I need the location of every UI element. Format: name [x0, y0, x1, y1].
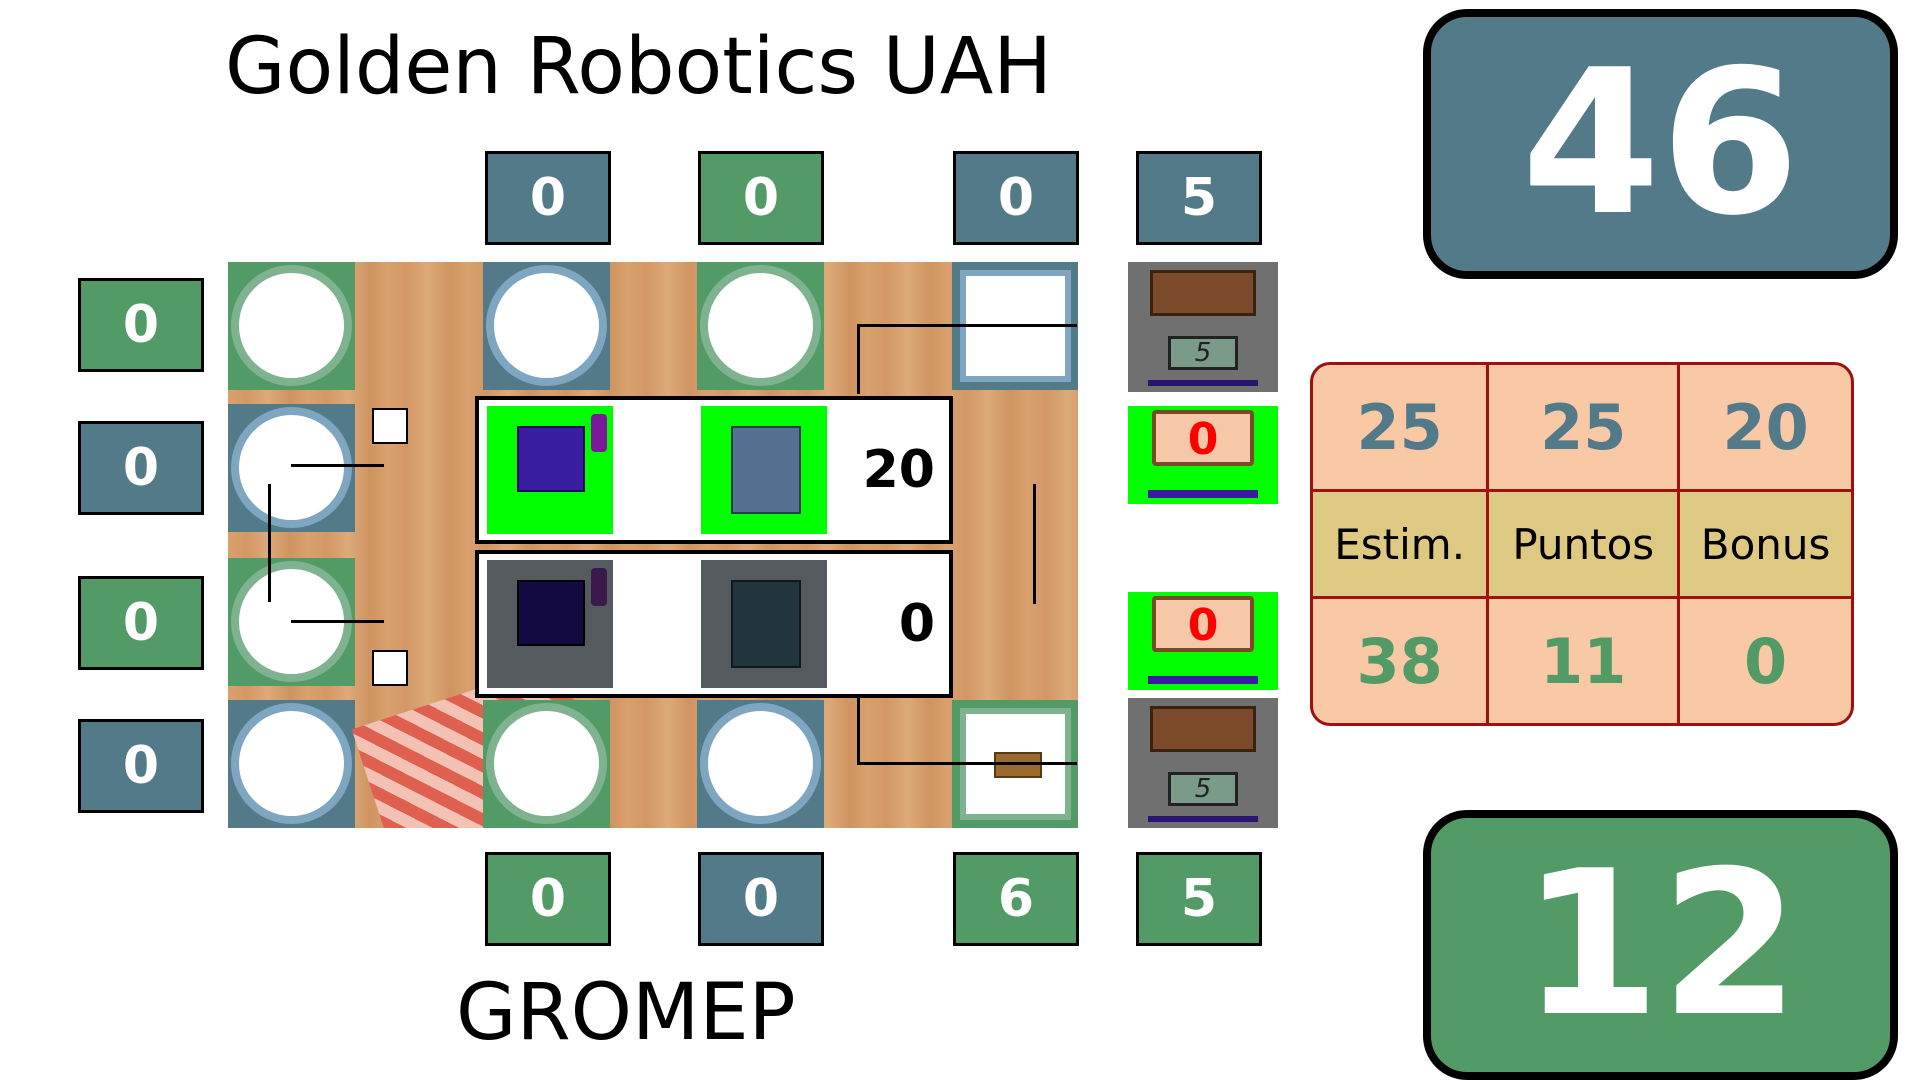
plate-tile: [228, 700, 355, 828]
bottom-column-score-1: 0: [485, 852, 611, 946]
plate-tile: [483, 700, 610, 828]
estimate-row-top: 25 25 20: [1313, 365, 1851, 492]
left-row-score-2: 0: [78, 421, 204, 515]
bottom-scale-tile: 5: [1128, 698, 1278, 828]
estimate-row-bottom: 38 11 0: [1313, 599, 1851, 723]
scale-base: [1148, 380, 1258, 386]
bottom-weight-value: 0: [1187, 600, 1219, 651]
robot-main-tile: [487, 560, 613, 688]
bottom-column-score-3: 6: [953, 852, 1079, 946]
plate-tile: [697, 262, 824, 390]
plate-tile: [483, 262, 610, 390]
top-column-score-4: 5: [1136, 151, 1262, 245]
top-weight-indicator: 0: [1128, 406, 1278, 504]
estimate-row-labels: Estim. Puntos Bonus: [1313, 492, 1851, 599]
estimate-top-bonus: 20: [1680, 365, 1851, 492]
traffic-light-icon: [591, 568, 607, 606]
plate-tile: [228, 262, 355, 390]
top-column-score-1: 0: [485, 151, 611, 245]
estimate-table: 25 25 20 Estim. Puntos Bonus 38 11 0: [1310, 362, 1854, 726]
estimate-label-estim: Estim.: [1313, 492, 1490, 599]
bottom-column-score-2: 0: [698, 852, 824, 946]
bottom-weight-indicator: 0: [1128, 592, 1278, 690]
scale-base: [1148, 676, 1258, 684]
aruco-marker-icon: [372, 650, 408, 686]
connector-line: [268, 484, 271, 602]
robot-secondary-tile: [701, 406, 827, 534]
robot-secondary-tile: [701, 560, 827, 688]
estimate-bottom-estim: 38: [1313, 599, 1490, 723]
scale-display: 5: [1168, 772, 1238, 806]
robot-secondary-icon: [731, 580, 801, 668]
scale-base: [1148, 490, 1258, 498]
connector-line: [291, 620, 384, 623]
robot-main-tile: [487, 406, 613, 534]
robot-main-icon: [517, 580, 585, 646]
connector-line: [857, 762, 1077, 765]
scale-pan-icon: [1152, 596, 1254, 652]
basket-icon: [1150, 706, 1256, 752]
top-column-score-3: 0: [953, 151, 1079, 245]
plate-icon: [700, 703, 821, 824]
bottom-team-name: GROMEP: [456, 968, 796, 1058]
plate-tile: [697, 700, 824, 828]
plate-icon: [231, 265, 352, 386]
estimate-bottom-puntos: 11: [1489, 599, 1681, 723]
plate-icon: [486, 703, 607, 824]
connector-line: [857, 692, 860, 762]
aruco-marker-icon: [372, 408, 408, 444]
scale-pan-icon: [1152, 410, 1254, 466]
estimate-label-bonus: Bonus: [1680, 492, 1851, 599]
scale-display: 5: [1168, 336, 1238, 370]
connector-line: [857, 324, 1077, 327]
left-row-score-3: 0: [78, 576, 204, 670]
estimate-bottom-bonus: 0: [1744, 624, 1788, 698]
estimate-label-puntos: Puntos: [1489, 492, 1681, 599]
connector-line: [1033, 484, 1036, 604]
top-scale-tile: 5: [1128, 262, 1278, 392]
plate-tile: [228, 404, 355, 532]
top-column-score-2: 0: [698, 151, 824, 245]
plate-icon: [486, 265, 607, 386]
robot-main-icon: [517, 426, 585, 492]
top-team-total-score: 46: [1423, 9, 1898, 279]
game-board: [228, 262, 1078, 828]
bottom-team-robot-card: 0: [475, 550, 953, 698]
scale-base: [1148, 816, 1258, 822]
left-row-score-1: 0: [78, 278, 204, 372]
top-team-name: Golden Robotics UAH: [225, 22, 1052, 112]
connector-line: [291, 464, 384, 467]
estimate-top-estim: 25: [1313, 365, 1490, 492]
plate-icon: [700, 265, 821, 386]
top-team-robot-points: 20: [862, 440, 935, 500]
top-team-robot-card: 20: [475, 396, 953, 544]
plate-icon: [231, 703, 352, 824]
basket-icon: [1150, 270, 1256, 316]
connector-line: [857, 324, 860, 394]
bottom-team-robot-points: 0: [898, 594, 935, 654]
plate-icon: [231, 407, 352, 528]
estimate-top-puntos: 25: [1489, 365, 1681, 492]
top-weight-value: 0: [1187, 414, 1219, 465]
bottom-column-score-4: 5: [1136, 852, 1262, 946]
cake-icon: [994, 752, 1042, 778]
left-row-score-4: 0: [78, 719, 204, 813]
robot-secondary-icon: [731, 426, 801, 514]
bottom-team-total-score: 12: [1423, 810, 1898, 1080]
traffic-light-icon: [591, 414, 607, 452]
